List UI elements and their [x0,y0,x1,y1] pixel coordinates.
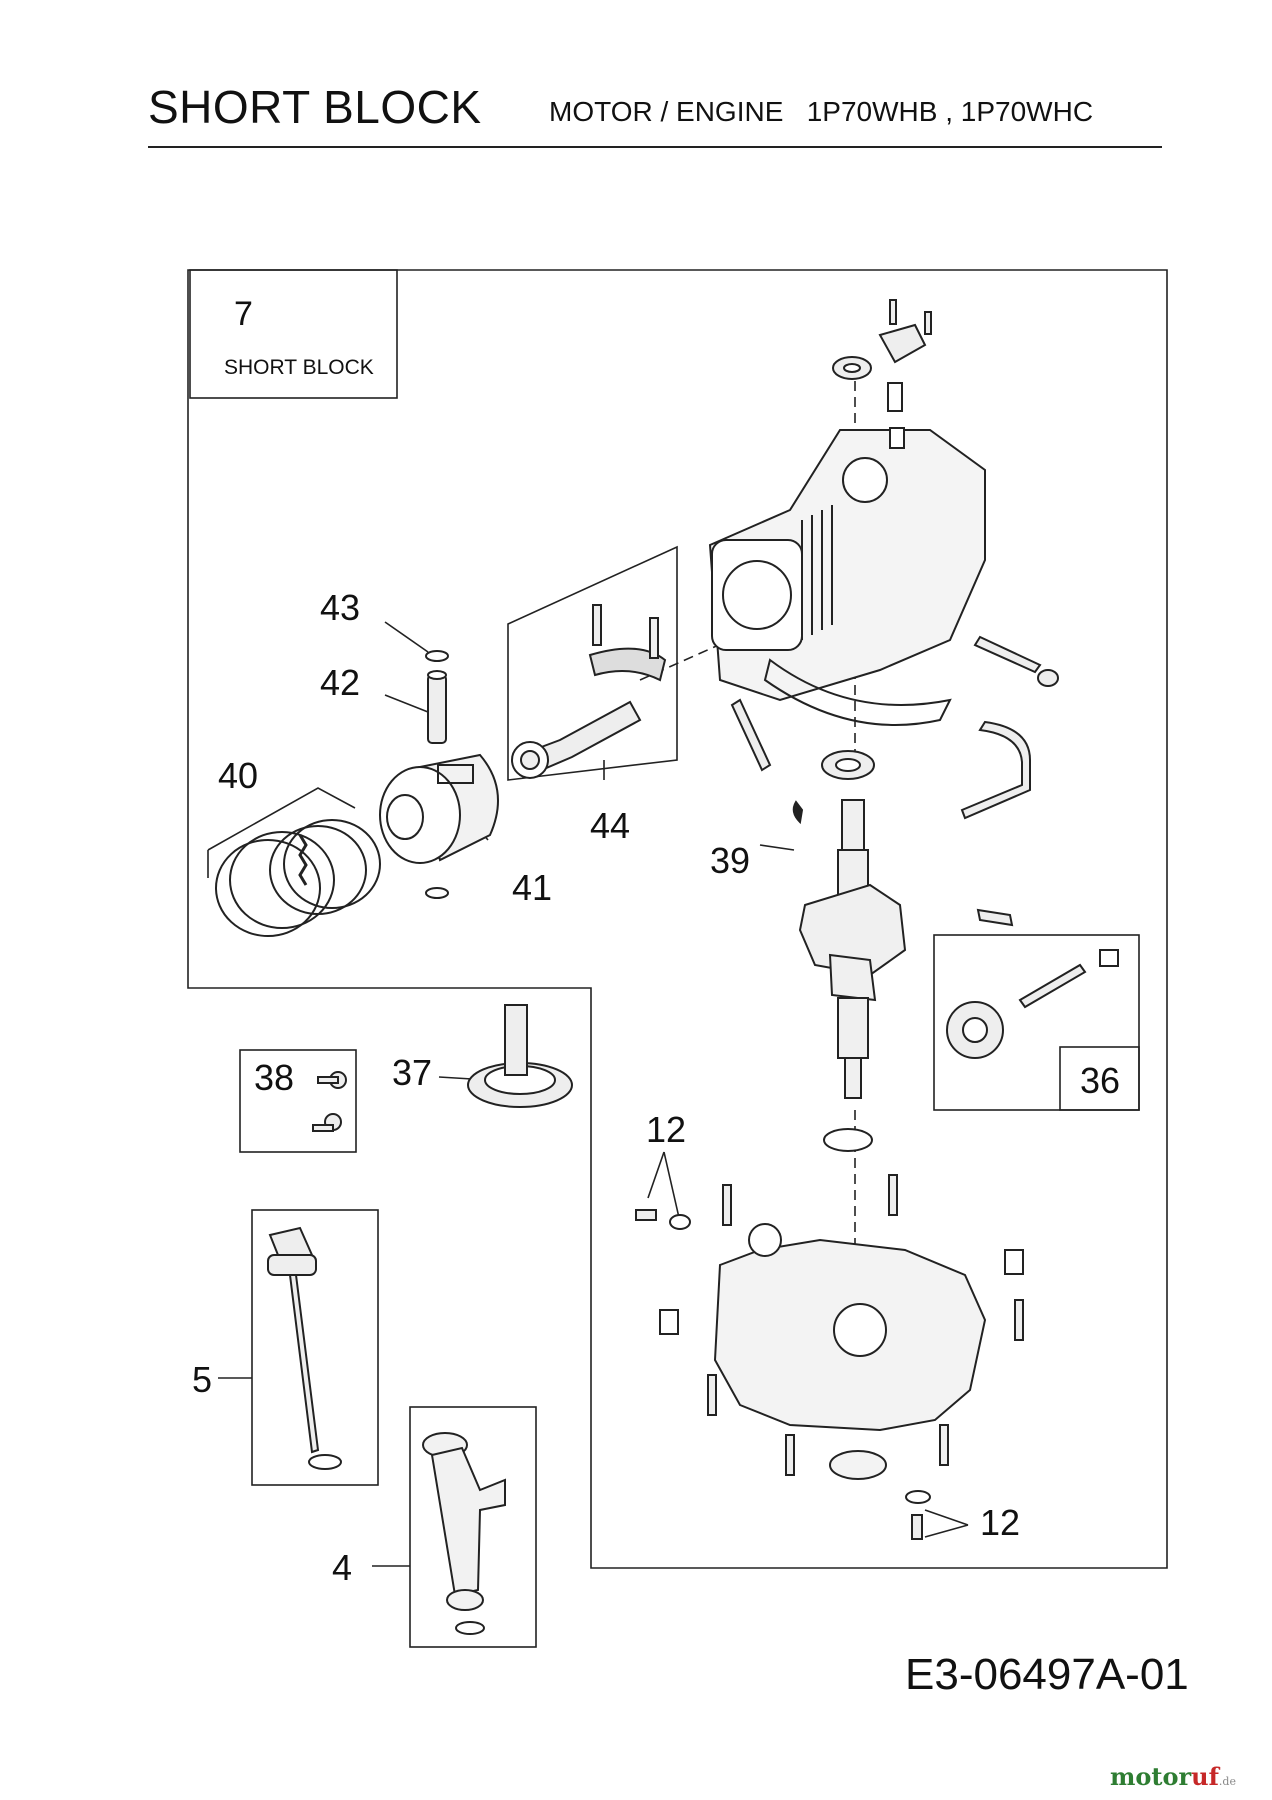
callout-44: 44 [590,805,631,846]
callout-4: 4 [332,1547,353,1588]
cylinder-block [708,429,986,726]
governor-gear [946,908,1119,1059]
callout-38: 38 [254,1057,295,1098]
piston-rings [215,819,381,937]
callout-43: 43 [320,587,361,628]
callout-42: 42 [320,662,361,703]
connecting-rod [511,604,667,779]
header-rule [148,146,1162,148]
assembly-frame [187,269,1168,1569]
box-5 [251,1209,379,1486]
piston [379,753,499,864]
main-bearing [821,750,875,780]
box-36 [933,934,1140,1111]
box-38 [239,1049,357,1153]
governor-rod [730,635,1059,820]
box-36-label [1059,1046,1140,1111]
brand-logo: motoruf.de [1110,1762,1236,1791]
callout-5: 5 [192,1359,213,1400]
inset-number: 7 [234,295,253,333]
crankshaft [792,799,907,1099]
inset-label: SHORT BLOCK [224,356,374,379]
crankcase-cover [659,1128,1024,1480]
callout-39: 39 [710,840,751,881]
dipstick [267,1226,342,1470]
inset-box [189,269,398,399]
top-hardware [832,299,932,449]
document-number: E3-06497A-01 [905,1650,1189,1699]
callout-40: 40 [218,755,259,796]
sump-bolts [635,1174,1024,1540]
engine-model-subtitle: MOTOR / ENGINE 1P70WHB , 1P70WHC [549,96,1094,127]
callout-37: 37 [392,1052,433,1093]
circlip [425,650,449,899]
oil-fill-tube [422,1432,506,1635]
camshaft [467,1004,573,1108]
page-title: SHORT BLOCK [148,81,482,133]
bolts-38 [312,1071,347,1132]
callout-36: 36 [1080,1060,1121,1101]
callout-12-upper: 12 [646,1109,687,1150]
callout-41: 41 [512,867,553,908]
callout-12-lower: 12 [980,1502,1021,1543]
box-4 [409,1406,537,1648]
box-44 [507,545,678,781]
piston-pin [427,670,447,744]
